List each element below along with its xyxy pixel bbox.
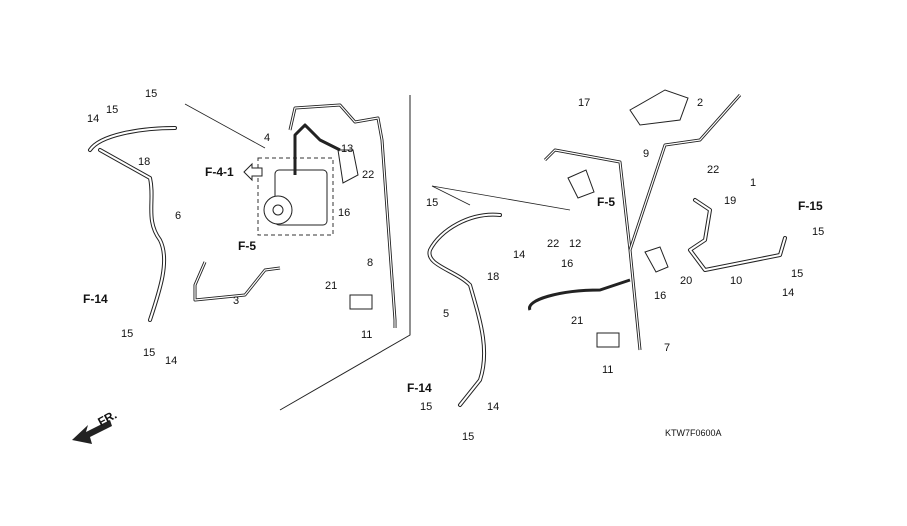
part-number-label: 12 — [569, 238, 581, 250]
leader-line — [431, 185, 571, 211]
part-number-label: 13 — [341, 143, 353, 155]
part-number-label: 7 — [664, 342, 670, 354]
hose-5 — [427, 212, 502, 407]
part-number-label: 15 — [791, 268, 803, 280]
part-number-label: 11 — [361, 329, 372, 341]
part-number-label: 19 — [724, 195, 736, 207]
part-number-label: 15 — [420, 401, 432, 413]
part-number-label: 1 — [750, 177, 756, 189]
part-number-label: 18 — [487, 271, 499, 283]
bracket-12 — [567, 169, 595, 199]
pipes-left — [193, 103, 397, 328]
part-number-label: 22 — [707, 164, 719, 176]
hose-6 — [88, 126, 177, 322]
leader-line — [431, 185, 471, 206]
part-number-label: 8 — [367, 257, 373, 269]
part-number-label: 15 — [121, 328, 133, 340]
part-number-label: 22 — [362, 169, 374, 181]
part-number-label: 15 — [812, 226, 824, 238]
part-number-label: 21 — [325, 280, 337, 292]
part-number-label: 15 — [143, 347, 155, 359]
part-number-label: 16 — [561, 258, 573, 270]
reference-label: F-14 — [407, 381, 432, 395]
part-number-label: 6 — [175, 210, 181, 222]
part-number-label: 20 — [680, 275, 692, 287]
part-number-label: 17 — [578, 97, 590, 109]
part-number-label: 9 — [643, 148, 649, 160]
part-number-label: 2 — [697, 97, 703, 109]
part-number-label: 16 — [654, 290, 666, 302]
part-number-label: 15 — [462, 431, 474, 443]
clamp-16 — [644, 246, 669, 273]
part-number-label: 14 — [782, 287, 794, 299]
part-number-label: 15 — [106, 104, 118, 116]
part-number-label: 15 — [145, 88, 157, 100]
diagram-code: KTW7F0600A — [665, 428, 722, 438]
part-number-label: 14 — [487, 401, 499, 413]
part-number-label: 4 — [264, 132, 270, 144]
bracket-11-left — [349, 294, 373, 310]
part-number-label: 15 — [426, 197, 438, 209]
leader-line — [184, 103, 266, 149]
reference-label: F-15 — [798, 199, 823, 213]
reference-label: F-4-1 — [205, 165, 234, 179]
pipes-right — [528, 94, 742, 351]
part-number-label: 3 — [233, 295, 239, 307]
ref-arrow-f-4-1 — [243, 162, 263, 182]
reference-label: F-5 — [238, 239, 256, 253]
part-number-label: 22 — [547, 238, 559, 250]
part-number-label: 21 — [571, 315, 583, 327]
part-number-label: 14 — [87, 113, 99, 125]
part-number-label: 5 — [443, 308, 449, 320]
section-divider — [279, 95, 411, 411]
reference-label: F-5 — [597, 195, 615, 209]
abs-modulator — [257, 149, 359, 236]
part-number-label: 11 — [602, 364, 613, 376]
part-number-label: 14 — [165, 355, 177, 367]
bracket-11-right — [596, 332, 620, 348]
front-direction-arrow: FR. — [72, 408, 119, 444]
hose-10 — [688, 198, 787, 272]
part-number-label: 16 — [338, 207, 350, 219]
cover-2 — [629, 89, 689, 126]
part-number-label: 18 — [138, 156, 150, 168]
part-number-label: 14 — [513, 249, 525, 261]
reference-label: F-14 — [83, 292, 108, 306]
part-number-label: 10 — [730, 275, 742, 287]
